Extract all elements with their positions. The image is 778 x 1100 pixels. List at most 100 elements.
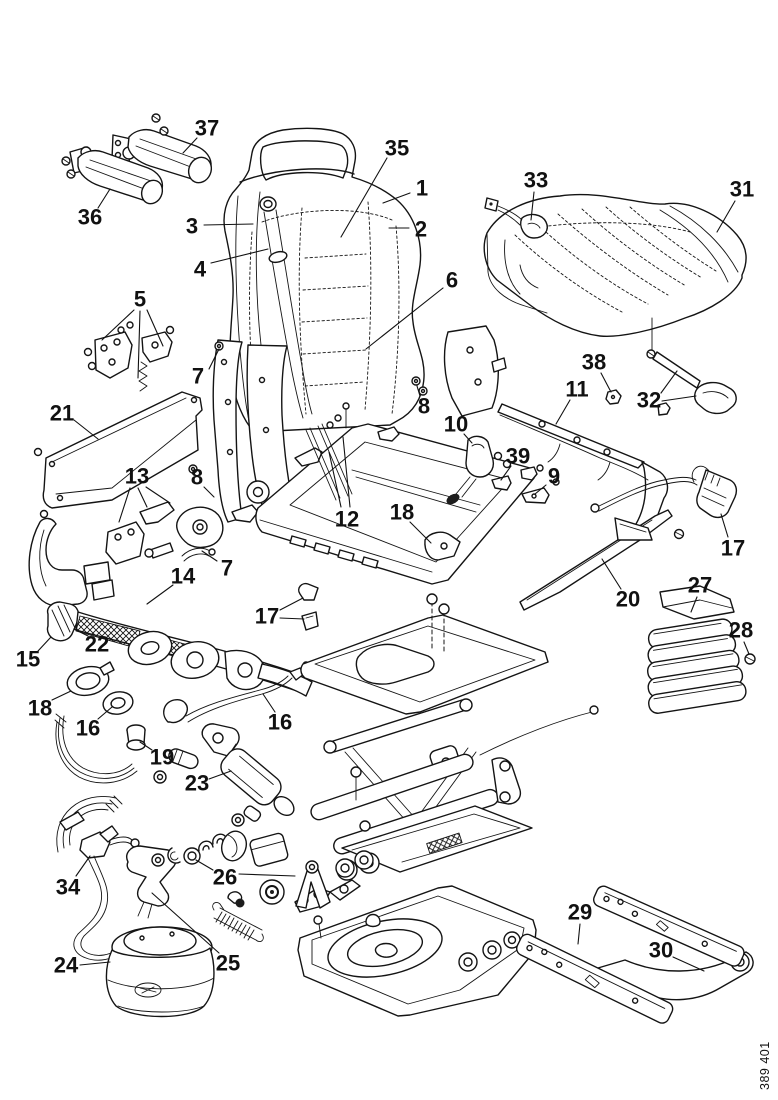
leader-line-31 [716,200,736,233]
leader-line-18 [51,690,72,701]
part-label-27: 27 [688,573,712,598]
bellows-art [646,585,756,714]
leader-line-23 [208,770,232,780]
leader-line-17 [279,597,304,611]
leader-line-37 [182,137,198,154]
part-label-17: 17 [255,604,279,629]
leader-line-32 [661,395,697,402]
leader-line-5 [146,309,164,347]
part-label-5: 5 [134,287,146,312]
seat-cushion-art [483,193,747,415]
part-label-10: 10 [444,412,468,437]
leader-line-7 [201,550,218,562]
part-label-19: 19 [150,745,174,770]
leader-line-34 [75,855,91,877]
rear-panel-art [33,391,203,519]
seat-frame-art [255,376,560,585]
part-label-18: 18 [390,500,414,525]
part-label-35: 35 [385,136,409,161]
leader-line-8 [416,385,421,397]
leader-line-3 [203,223,254,226]
part-label-17: 17 [721,536,745,561]
part-label-36: 36 [78,205,102,230]
side-trim-art [519,509,685,611]
leader-line-13 [118,487,131,523]
leader-line-18 [409,521,432,544]
part-label-30: 30 [649,938,673,963]
leader-line-1 [382,192,411,204]
leader-line-14 [146,584,174,605]
part-label-33: 33 [524,168,548,193]
leader-line-16 [262,693,276,713]
part-label-24: 24 [54,953,79,978]
armrest-pads-art [61,113,213,205]
part-label-13: 13 [125,464,149,489]
leader-line-25 [151,892,220,954]
leader-line-19 [139,741,153,751]
part-label-37: 37 [195,116,219,141]
floor-rails-art [516,885,754,1024]
leader-line-35 [340,157,388,238]
leader-line-27 [690,596,698,613]
scissor-lift-art [310,698,599,881]
part-label-31: 31 [730,177,754,202]
leader-line-17 [279,617,305,620]
part-label-14: 14 [171,564,196,589]
spring-grommet-cluster-art [54,661,310,784]
part-label-29: 29 [568,900,592,925]
leader-line-29 [577,923,581,945]
leader-line-12 [328,451,342,508]
figure-code: 389 401 [758,1041,772,1090]
leader-line-30 [672,956,705,972]
leader-line-21 [73,419,99,440]
part-label-12: 12 [335,507,359,532]
part-label-26: 26 [213,865,237,890]
leader-line-33 [530,191,535,221]
part-label-7: 7 [221,556,233,581]
leader-line-16 [97,706,113,720]
part-label-1: 1 [416,176,428,201]
part-label-21: 21 [50,401,74,426]
wiring-rail-art [497,389,671,533]
part-label-16: 16 [76,716,100,741]
part-label-25: 25 [216,951,240,976]
part-label-32: 32 [637,388,661,413]
release-cable-art [590,465,738,519]
leader-line-9 [534,484,547,495]
part-label-22: 22 [85,632,109,657]
part-label-8: 8 [418,394,430,419]
part-label-4: 4 [194,257,207,282]
leader-line-13 [145,486,171,504]
part-label-16: 16 [268,710,292,735]
leader-line-28 [743,641,750,655]
part-label-6: 6 [446,268,458,293]
part-label-39: 39 [506,444,530,469]
leader-line-6 [365,287,444,350]
part-label-23: 23 [185,771,209,796]
leader-line-7 [208,348,220,370]
leader-line-13 [137,487,148,508]
recliner-lever-art [28,517,319,697]
leader-line-20 [601,558,622,590]
part-label-15: 15 [16,647,40,672]
part-label-18: 18 [28,696,52,721]
part-label-8: 8 [191,465,203,490]
shock-absorber-art [201,723,295,827]
leader-line-10 [463,433,473,444]
leader-line-5 [137,310,141,379]
part-label-7: 7 [192,364,204,389]
leader-line-8 [203,486,215,498]
part-label-3: 3 [186,214,198,239]
leader-line-22 [73,628,89,637]
leader-line-24 [79,961,111,966]
hinge-bracket-cluster-art [83,321,175,392]
leader-line-4 [210,248,269,264]
part-label-20: 20 [616,587,640,612]
leader-line-38 [600,372,612,393]
leader-line-15 [37,636,52,652]
part-label-34: 34 [56,875,81,900]
leader-line-26 [195,859,214,871]
leader-line-39 [500,465,512,481]
